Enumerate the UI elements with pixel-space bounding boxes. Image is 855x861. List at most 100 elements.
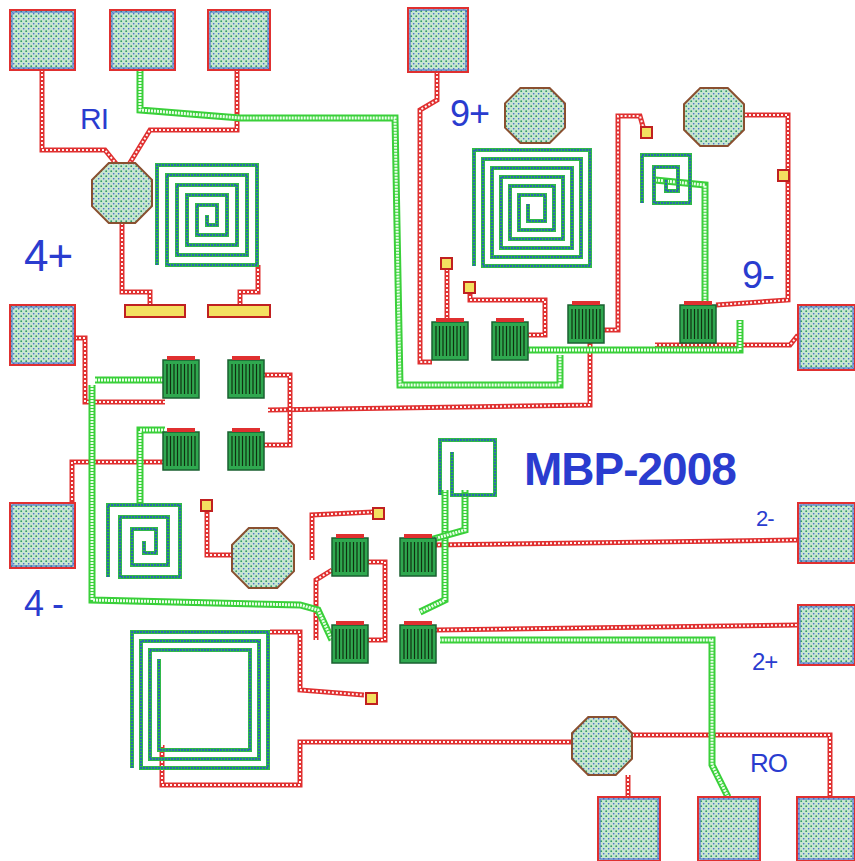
mim-capacitor	[125, 305, 185, 317]
gate-finger	[245, 364, 246, 394]
gate-finger	[683, 309, 684, 339]
transistor	[680, 305, 716, 343]
metal-trace	[240, 265, 258, 305]
bond-pad	[798, 503, 855, 563]
gate-finger	[187, 436, 188, 466]
metal-trace	[207, 510, 232, 555]
transistor	[400, 625, 436, 663]
gate-finger	[456, 326, 457, 356]
bond-pad-inner	[112, 12, 173, 68]
gate-finger	[596, 309, 597, 339]
transistor	[163, 432, 199, 470]
gate-finger	[421, 542, 422, 572]
via-hole	[684, 88, 744, 146]
gate-finger	[170, 436, 171, 466]
gate-finger	[592, 309, 593, 339]
spiral-inductor-core	[157, 165, 257, 265]
metal-trace	[72, 462, 165, 520]
gate-finger	[506, 326, 507, 356]
spiral-inductor	[642, 155, 690, 203]
metal-trace-core	[430, 540, 798, 545]
transistor	[163, 360, 199, 398]
bond-pad-inner	[12, 307, 73, 363]
drain-bar	[336, 621, 364, 625]
spiral-inductor-core	[440, 440, 495, 495]
metal-trace	[632, 735, 830, 797]
gate-finger	[446, 326, 447, 356]
bond-pad-inner	[800, 607, 853, 663]
metal-trace-core	[446, 265, 448, 325]
chip-label: 4 -	[24, 586, 63, 622]
gate-finger	[599, 309, 600, 339]
gate-finger	[180, 436, 181, 466]
gate-finger	[184, 436, 185, 466]
gate-finger	[180, 364, 181, 394]
gate-finger	[502, 326, 503, 356]
spiral-inductor-core	[474, 150, 590, 266]
drain-bar	[404, 534, 432, 538]
spiral-inductor-core	[108, 505, 180, 577]
air-bridge-trace	[95, 377, 165, 384]
gate-finger	[449, 326, 450, 356]
gate-finger	[697, 309, 698, 339]
drain-bar	[404, 621, 432, 625]
metal-trace-core	[435, 625, 798, 630]
gate-finger	[363, 542, 364, 572]
gate-finger	[439, 326, 440, 356]
spiral-inductor	[132, 632, 268, 768]
chip-label: 4+	[24, 234, 72, 278]
gate-finger	[687, 309, 688, 339]
gate-finger	[353, 542, 354, 572]
gate-finger	[356, 629, 357, 659]
metal-trace-core	[263, 375, 290, 445]
gate-finger	[166, 436, 167, 466]
bond-pad	[10, 305, 75, 365]
drain-bar	[336, 534, 364, 538]
chip-label: 2+	[752, 650, 777, 674]
gate-finger	[335, 629, 336, 659]
gate-finger	[578, 309, 579, 339]
transistor	[492, 322, 528, 360]
metal-trace-core	[42, 70, 118, 166]
gate-finger	[704, 309, 705, 339]
bond-pad	[10, 10, 75, 70]
transistor	[228, 360, 264, 398]
air-bridge-trace	[655, 180, 705, 305]
gate-finger	[417, 542, 418, 572]
gate-finger	[403, 542, 404, 572]
air-bridge-trace	[140, 430, 165, 505]
gate-finger	[259, 436, 260, 466]
gate-finger	[410, 629, 411, 659]
gate-finger	[252, 436, 253, 466]
bond-pad-inner	[799, 799, 853, 859]
metal-trace	[435, 625, 798, 630]
bond-pad-inner	[600, 799, 658, 859]
air-bridge-core	[95, 379, 165, 382]
gate-finger	[170, 364, 171, 394]
gate-finger	[235, 436, 236, 466]
gate-finger	[424, 542, 425, 572]
metal-trace-core	[240, 265, 258, 305]
gate-finger	[349, 629, 350, 659]
contact-via	[464, 282, 475, 293]
air-bridge-trace	[140, 70, 560, 385]
metal-trace	[430, 540, 798, 545]
chip-label: RO	[750, 750, 787, 776]
gate-finger	[177, 364, 178, 394]
gate-finger	[460, 326, 461, 356]
bond-pad	[110, 10, 175, 70]
gate-finger	[360, 542, 361, 572]
gate-finger	[499, 326, 500, 356]
spiral-inductor-core	[132, 632, 268, 768]
gate-finger	[585, 309, 586, 339]
spiral-inductor	[440, 440, 495, 495]
gate-finger	[442, 326, 443, 356]
transistor	[332, 538, 368, 576]
bond-pad-inner	[800, 505, 853, 561]
gate-finger	[509, 326, 510, 356]
chip-label: 2-	[756, 508, 774, 530]
gate-finger	[235, 364, 236, 394]
gate-finger	[238, 436, 239, 466]
gate-finger	[363, 629, 364, 659]
